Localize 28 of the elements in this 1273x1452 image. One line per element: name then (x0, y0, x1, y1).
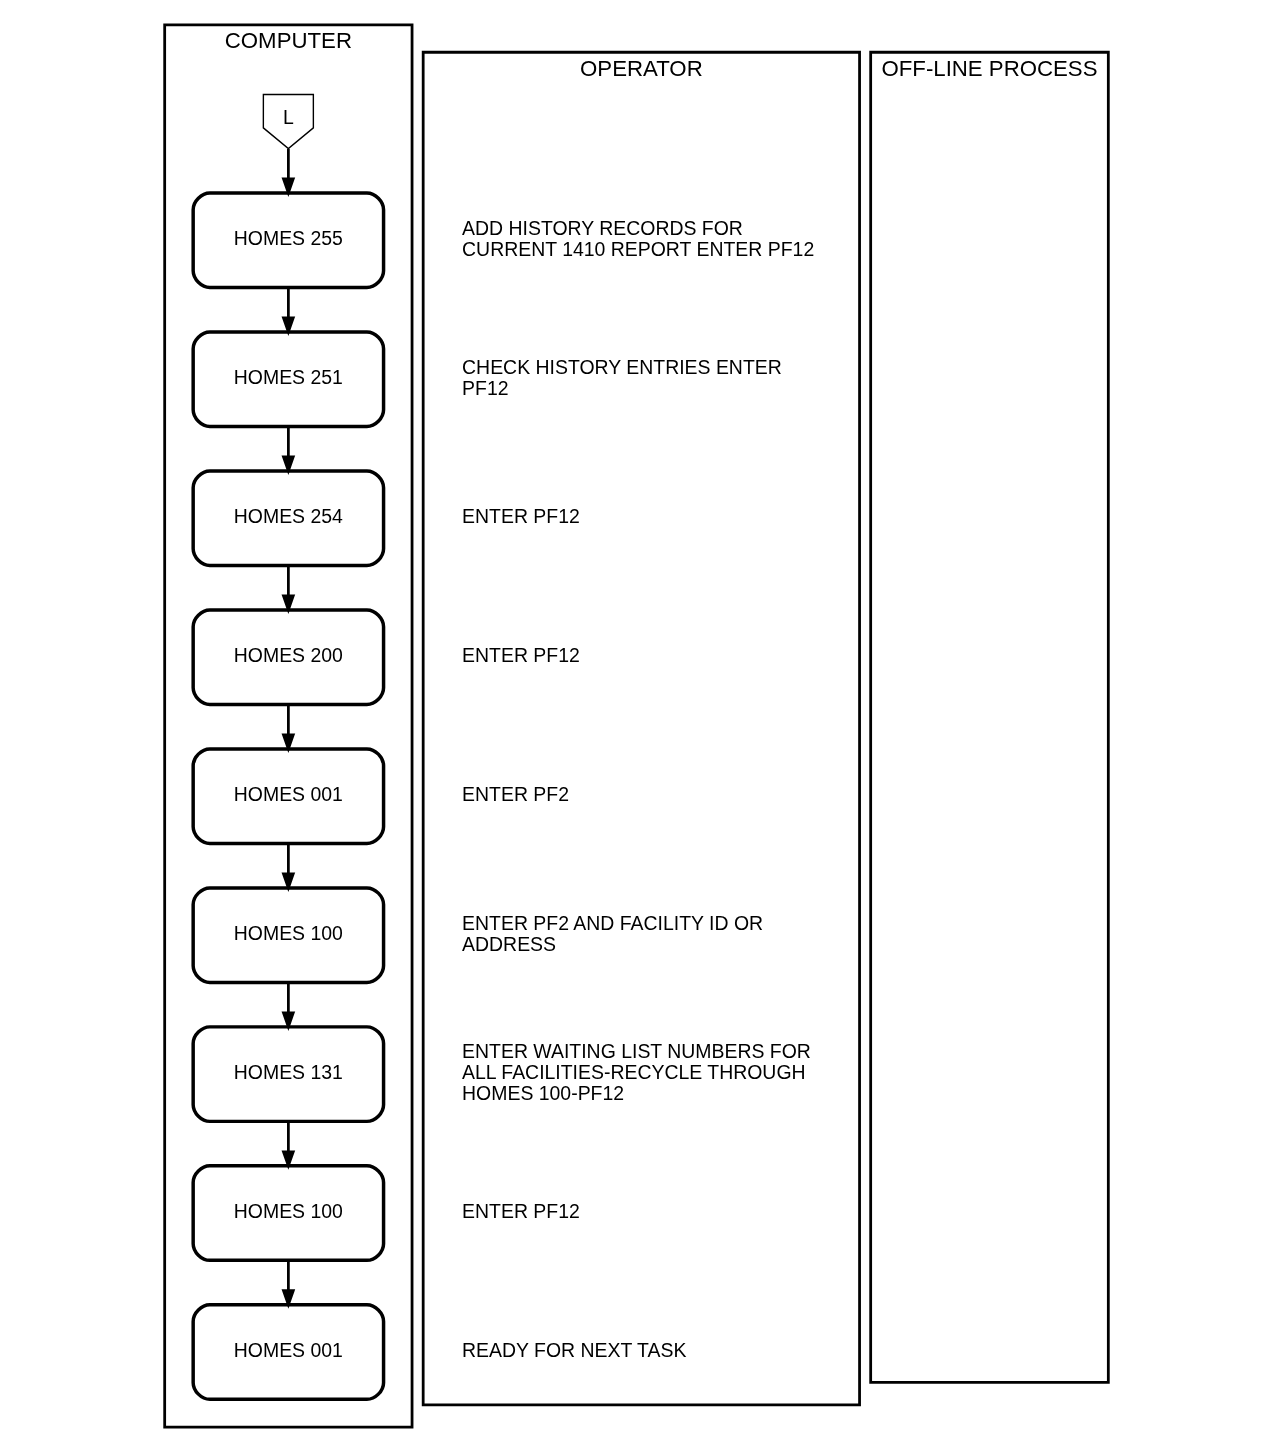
node-box: HOMES 251 (191, 330, 386, 429)
arrow (281, 1260, 296, 1309)
label: ENTER PF12 (462, 644, 580, 667)
node-box: HOMES 001 (191, 1303, 386, 1402)
arrow (281, 843, 296, 892)
node-box: HOMES 001 (191, 747, 386, 846)
arrow (281, 287, 296, 336)
node-box: HOMES 255 (191, 191, 386, 290)
arrow (281, 704, 296, 753)
node-box: OFF-LINE PROCESS (869, 50, 1110, 1384)
label: ENTER PF2 AND FACILITY ID OR ADDRESS (462, 911, 764, 955)
label: CHECK HISTORY ENTRIES ENTER PF12 (462, 355, 782, 399)
node-box: HOMES 100 (191, 1164, 386, 1263)
label: ENTER PF12 (462, 505, 580, 528)
label: ENTER PF12 (462, 1200, 580, 1223)
arrow (281, 1121, 296, 1170)
arrow (281, 565, 296, 614)
node-box: HOMES 200 (191, 608, 386, 707)
node-box: HOMES 254 (191, 469, 386, 568)
arrow (281, 148, 296, 197)
arrow (281, 426, 296, 475)
label: ENTER WAITING LIST NUMBERS FOR ALL FACILITIES-RECYCLE THROUGH HOMES 100-PF12 (462, 1040, 811, 1105)
node-box: HOMES 131 (191, 1025, 386, 1124)
arrow (281, 982, 296, 1031)
label: ADD HISTORY RECORDS FOR CURRENT 1410 REPORT ENTER PF12 (462, 217, 815, 260)
label: ENTER PF2 (462, 783, 570, 806)
node-box: HOMES 100 (191, 886, 386, 985)
label: READY FOR NEXT TASK (462, 1339, 687, 1362)
